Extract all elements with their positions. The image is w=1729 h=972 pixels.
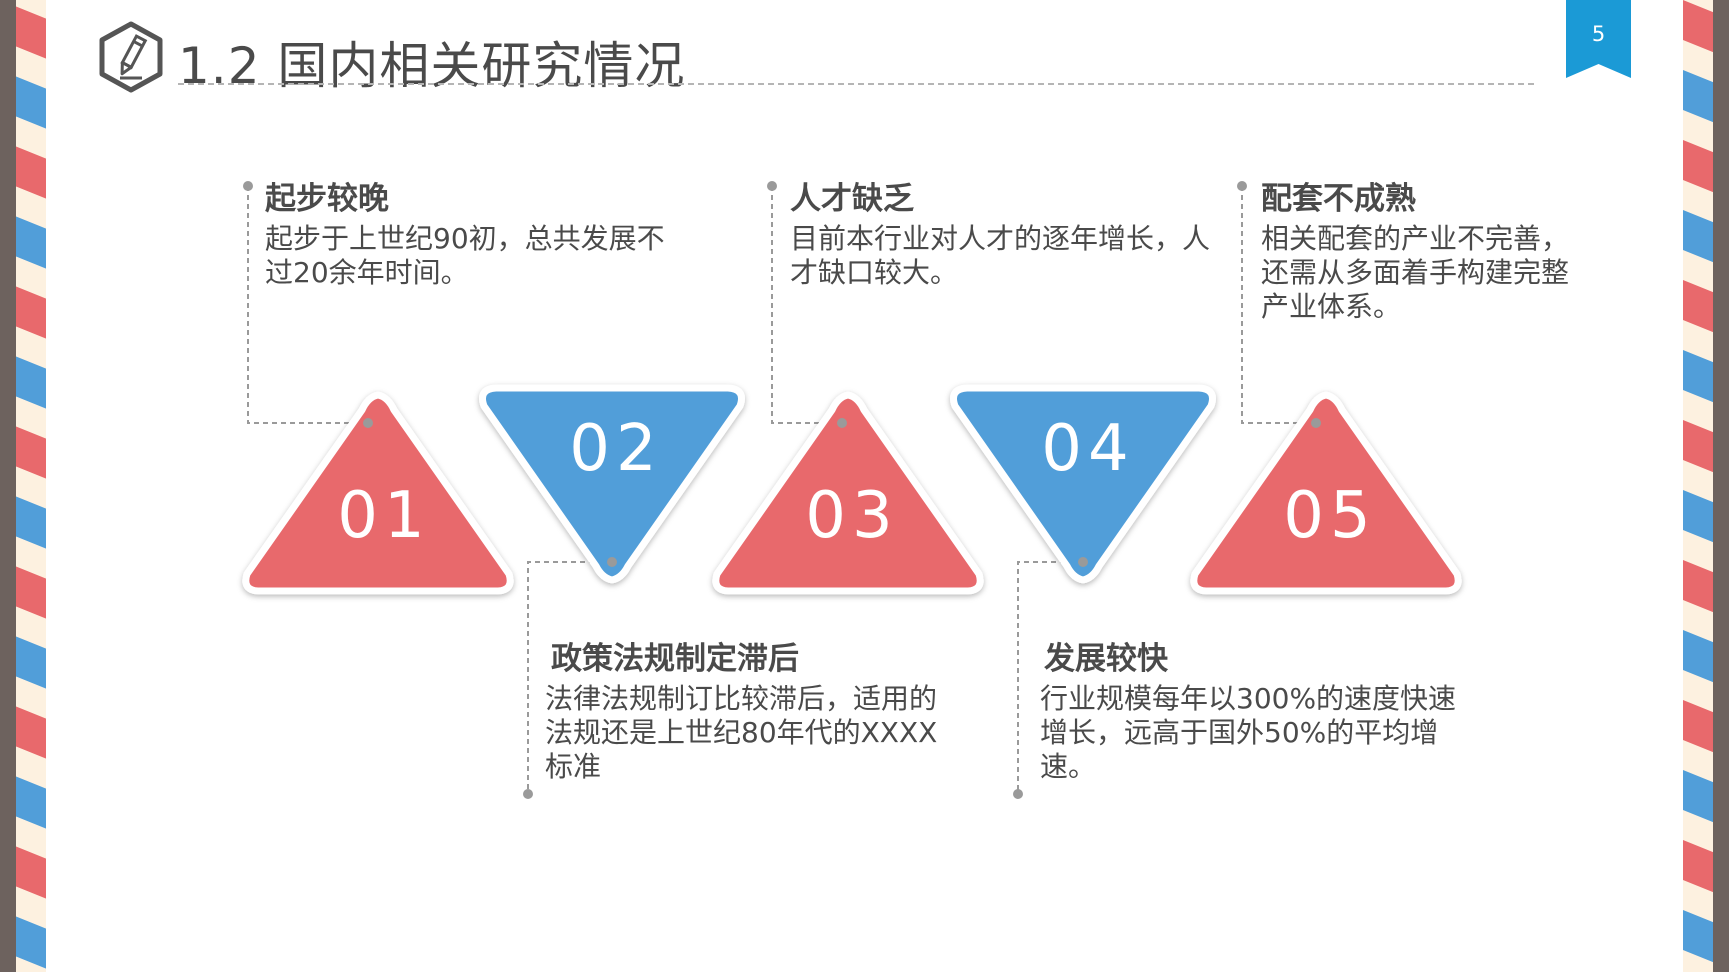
- pencil-hexagon-icon: [98, 20, 164, 94]
- connector-dot: [363, 418, 373, 428]
- connector-01: [247, 186, 368, 424]
- step-description: 相关配套的产业不完善，还需从多面着手构建完整产业体系。: [1261, 222, 1570, 323]
- connector-dot: [607, 557, 617, 567]
- connector-dot: [837, 418, 847, 428]
- connector-05: [1241, 186, 1316, 424]
- step-heading: 政策法规制定滞后: [551, 641, 799, 677]
- step-description: 法律法规制订比较滞后，适用的法规还是上世纪80年代的XXXX标准: [545, 682, 938, 783]
- connector-dot: [243, 181, 253, 191]
- page-title: 1.2 国内相关研究情况: [178, 37, 686, 95]
- step-number-05: 05: [1283, 479, 1376, 553]
- step-heading: 配套不成熟: [1261, 181, 1416, 217]
- step-01-text: 起步较晚 起步于上世纪90初，总共发展不过20余年时间。: [265, 180, 685, 290]
- step-number-01: 01: [337, 479, 430, 553]
- step-number-02: 02: [569, 412, 662, 486]
- step-description: 目前本行业对人才的逐年增长，人才缺口较大。: [790, 222, 1211, 289]
- step-04-text: 发展较快 行业规模每年以300%的速度快速增长，远高于国外50%的平均增速。: [1040, 640, 1460, 784]
- step-number-04: 04: [1041, 412, 1134, 486]
- airmail-border-right: [1683, 0, 1729, 972]
- step-description: 行业规模每年以300%的速度快速增长，远高于国外50%的平均增速。: [1040, 682, 1457, 783]
- connector-dot: [1078, 557, 1088, 567]
- step-03-text: 人才缺乏 目前本行业对人才的逐年增长，人才缺口较大。: [790, 180, 1210, 290]
- step-heading: 发展较快: [1044, 641, 1168, 677]
- title-divider: [178, 83, 1534, 85]
- connector-dot: [1237, 181, 1247, 191]
- page-number: 5: [1591, 22, 1606, 46]
- triangle-04: [950, 384, 1216, 584]
- step-02-text: 政策法规制定滞后 法律法规制订比较滞后，适用的法规还是上世纪80年代的XXXX标…: [545, 640, 955, 784]
- connector-dot: [1013, 789, 1023, 799]
- page-number-badge: 5: [1566, 0, 1631, 78]
- triangle-01: [242, 391, 514, 595]
- airmail-border-left: [0, 0, 46, 972]
- connector-dot: [1311, 418, 1321, 428]
- step-description: 起步于上世纪90初，总共发展不过20余年时间。: [265, 222, 665, 289]
- triangle-02: [479, 384, 745, 584]
- triangle-05: [1190, 391, 1462, 595]
- step-heading: 人才缺乏: [790, 181, 914, 217]
- triangle-03: [712, 391, 984, 595]
- step-number-03: 03: [805, 479, 898, 553]
- connector-02: [527, 561, 612, 794]
- connector-dot: [767, 181, 777, 191]
- step-heading: 起步较晚: [265, 181, 389, 217]
- step-05-text: 配套不成熟 相关配套的产业不完善，还需从多面着手构建完整产业体系。: [1261, 180, 1571, 324]
- connector-dot: [523, 789, 533, 799]
